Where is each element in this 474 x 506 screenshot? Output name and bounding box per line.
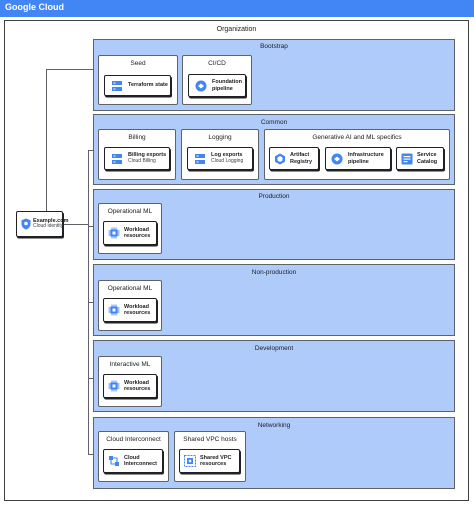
shared-vpc-card[interactable]: Shared VPC resources — [179, 449, 240, 473]
service-catalog-icon — [400, 152, 414, 166]
interactive-ml-title: Interactive ML — [109, 361, 151, 368]
common-title: Common — [260, 119, 288, 126]
connector-line — [88, 150, 93, 152]
connector-line — [63, 224, 88, 226]
connector-line — [88, 454, 93, 456]
connector-line — [88, 226, 93, 228]
header-bar — [0, 0, 474, 17]
billing-icon — [110, 152, 124, 166]
production-workload-card[interactable]: Workload resources — [103, 221, 157, 245]
cloud-interconnect-line1: Cloud — [124, 454, 140, 461]
nonproduction-workload-line2: resources — [124, 310, 151, 316]
cloud-interconnect-title: Cloud Interconnect — [106, 436, 161, 443]
organization-title: Organization — [216, 26, 257, 33]
pipeline-icon — [330, 152, 344, 166]
log-exports-sub: Cloud Logging — [211, 157, 244, 164]
connector-line — [88, 378, 93, 380]
cloud-interconnect-line2: Interconnect — [124, 461, 158, 467]
cicd-title: CI/CD — [208, 60, 226, 67]
interconnect-icon — [107, 454, 121, 468]
foundation-pipeline-line1: Foundation — [212, 79, 242, 86]
terraform-state-label: Terraform state — [128, 82, 168, 89]
artifact-registry-line1: Artifact — [290, 152, 310, 159]
development-workload-line2: resources — [124, 386, 151, 392]
shared-vpc-line1: Shared VPC — [200, 454, 232, 461]
identity-name: Example.com — [33, 217, 69, 224]
artifact-registry-card[interactable]: Artifact Registry — [269, 147, 319, 170]
compute-icon — [107, 379, 121, 393]
seed-title: Seed — [130, 60, 146, 67]
nonproduction-operational-ml-title: Operational ML — [107, 285, 153, 292]
vpc-icon — [183, 454, 197, 468]
production-workload-line1: Workload — [124, 226, 149, 233]
genai-title: Generative AI and ML specifics — [312, 134, 402, 141]
artifact-registry-line2: Registry — [290, 158, 313, 165]
terraform-state-card[interactable]: Terraform state — [104, 75, 171, 96]
identity-card[interactable]: Example.com Cloud identity — [16, 211, 68, 237]
nonproduction-workload-card[interactable]: Workload resources — [103, 298, 157, 322]
shield-icon — [20, 218, 31, 230]
foundation-pipeline-line2: pipeline — [212, 85, 233, 92]
infrastructure-pipeline-line2: pipeline — [348, 158, 369, 165]
foundation-pipeline-card[interactable]: Foundation pipeline — [188, 74, 246, 97]
shared-vpc-line2: resources — [200, 461, 227, 467]
bootstrap-title: Bootstrap — [260, 43, 288, 50]
logging-icon — [193, 152, 207, 166]
service-catalog-line1: Service — [417, 152, 437, 159]
development-workload-card[interactable]: Workload resources — [103, 374, 157, 398]
log-exports-card[interactable]: Log exports Cloud Logging — [187, 147, 253, 170]
production-title: Production — [258, 193, 290, 200]
production-operational-ml-title: Operational ML — [107, 208, 153, 215]
pipeline-icon — [194, 79, 208, 93]
service-catalog-line2: Catalog — [417, 158, 438, 165]
cloud-interconnect-card[interactable]: Cloud Interconnect — [103, 449, 163, 473]
connector-line — [88, 302, 93, 304]
brand-logo: Google Cloud — [5, 2, 64, 12]
billing-exports-label: Billing exports — [128, 152, 167, 159]
compute-icon — [107, 226, 121, 240]
logging-title: Logging — [208, 134, 232, 141]
production-workload-line2: resources — [124, 233, 151, 239]
connector-line — [46, 69, 48, 211]
development-title: Development — [254, 345, 294, 352]
storage-icon — [110, 79, 124, 93]
billing-exports-sub: Cloud Billing — [128, 157, 156, 164]
log-exports-label: Log exports — [211, 152, 243, 159]
connector-line — [46, 69, 93, 71]
identity-type: Cloud identity — [33, 223, 64, 230]
service-catalog-card[interactable]: Service Catalog — [396, 147, 444, 170]
nonproduction-title: Non-production — [251, 269, 297, 276]
infrastructure-pipeline-card[interactable]: Infrastructure pipeline — [325, 147, 391, 170]
development-workload-line1: Workload — [124, 379, 149, 386]
nonproduction-workload-line1: Workload — [124, 303, 149, 310]
compute-icon — [107, 303, 121, 317]
networking-title: Networking — [257, 422, 291, 429]
artifact-registry-icon — [273, 152, 287, 166]
billing-title: Billing — [128, 134, 146, 141]
billing-exports-card[interactable]: Billing exports Cloud Billing — [104, 147, 170, 170]
infrastructure-pipeline-line1: Infrastructure — [348, 152, 384, 159]
shared-vpc-hosts-title: Shared VPC hosts — [183, 436, 237, 443]
